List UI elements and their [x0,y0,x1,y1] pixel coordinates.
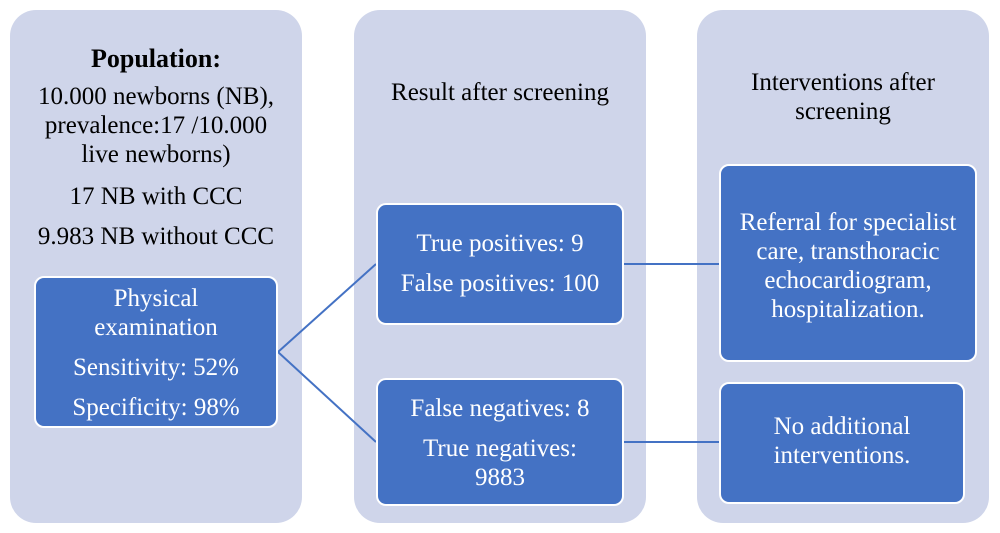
true-negatives-value: 9883 [475,464,525,491]
exam-line2: examination [94,314,218,341]
interventions-title-line2: screening [795,98,891,125]
physical-exam-box: Physical examination Sensitivity: 52% Sp… [34,276,278,428]
population-newborns: 10.000 newborns (NB), [37,83,275,110]
referral-line3: echocardiogram, [764,267,932,294]
true-positives: True positives: 9 [416,230,584,257]
result-title: Result after screening [391,79,609,106]
connector-exam-to-negatives [277,351,377,443]
no-intervention-box: No additional interventions. [719,382,965,504]
connector-exam-to-positives [277,263,377,353]
population-title: Population: [90,44,222,73]
none-line1: No additional [773,413,911,440]
population-live-newborns: live newborns) [81,141,231,168]
false-positives: False positives: 100 [400,270,600,297]
population-prevalence: prevalence:17 /10.000 [44,112,268,139]
referral-line4: hospitalization. [771,296,925,323]
population-with-ccc: 17 NB with CCC [69,183,243,210]
exam-sensitivity: Sensitivity: 52% [73,354,239,381]
true-negatives-label: True negatives: [423,435,577,462]
negatives-box: False negatives: 8 True negatives: 9883 [376,378,624,506]
exam-specificity: Specificity: 98% [72,394,240,421]
exam-line1: Physical [113,285,199,312]
referral-line1: Referral for specialist [739,209,957,236]
referral-box: Referral for specialist care, transthora… [719,164,977,362]
population-panel: Population: 10.000 newborns (NB), preval… [10,10,302,523]
population-without-ccc: 9.983 NB without CCC [37,223,275,250]
none-line2: interventions. [773,442,911,469]
interventions-title-line1: Interventions after [751,69,935,96]
referral-line2: care, transthoracic [756,238,940,265]
positives-box: True positives: 9 False positives: 100 [376,203,624,325]
false-negatives: False negatives: 8 [410,395,590,422]
